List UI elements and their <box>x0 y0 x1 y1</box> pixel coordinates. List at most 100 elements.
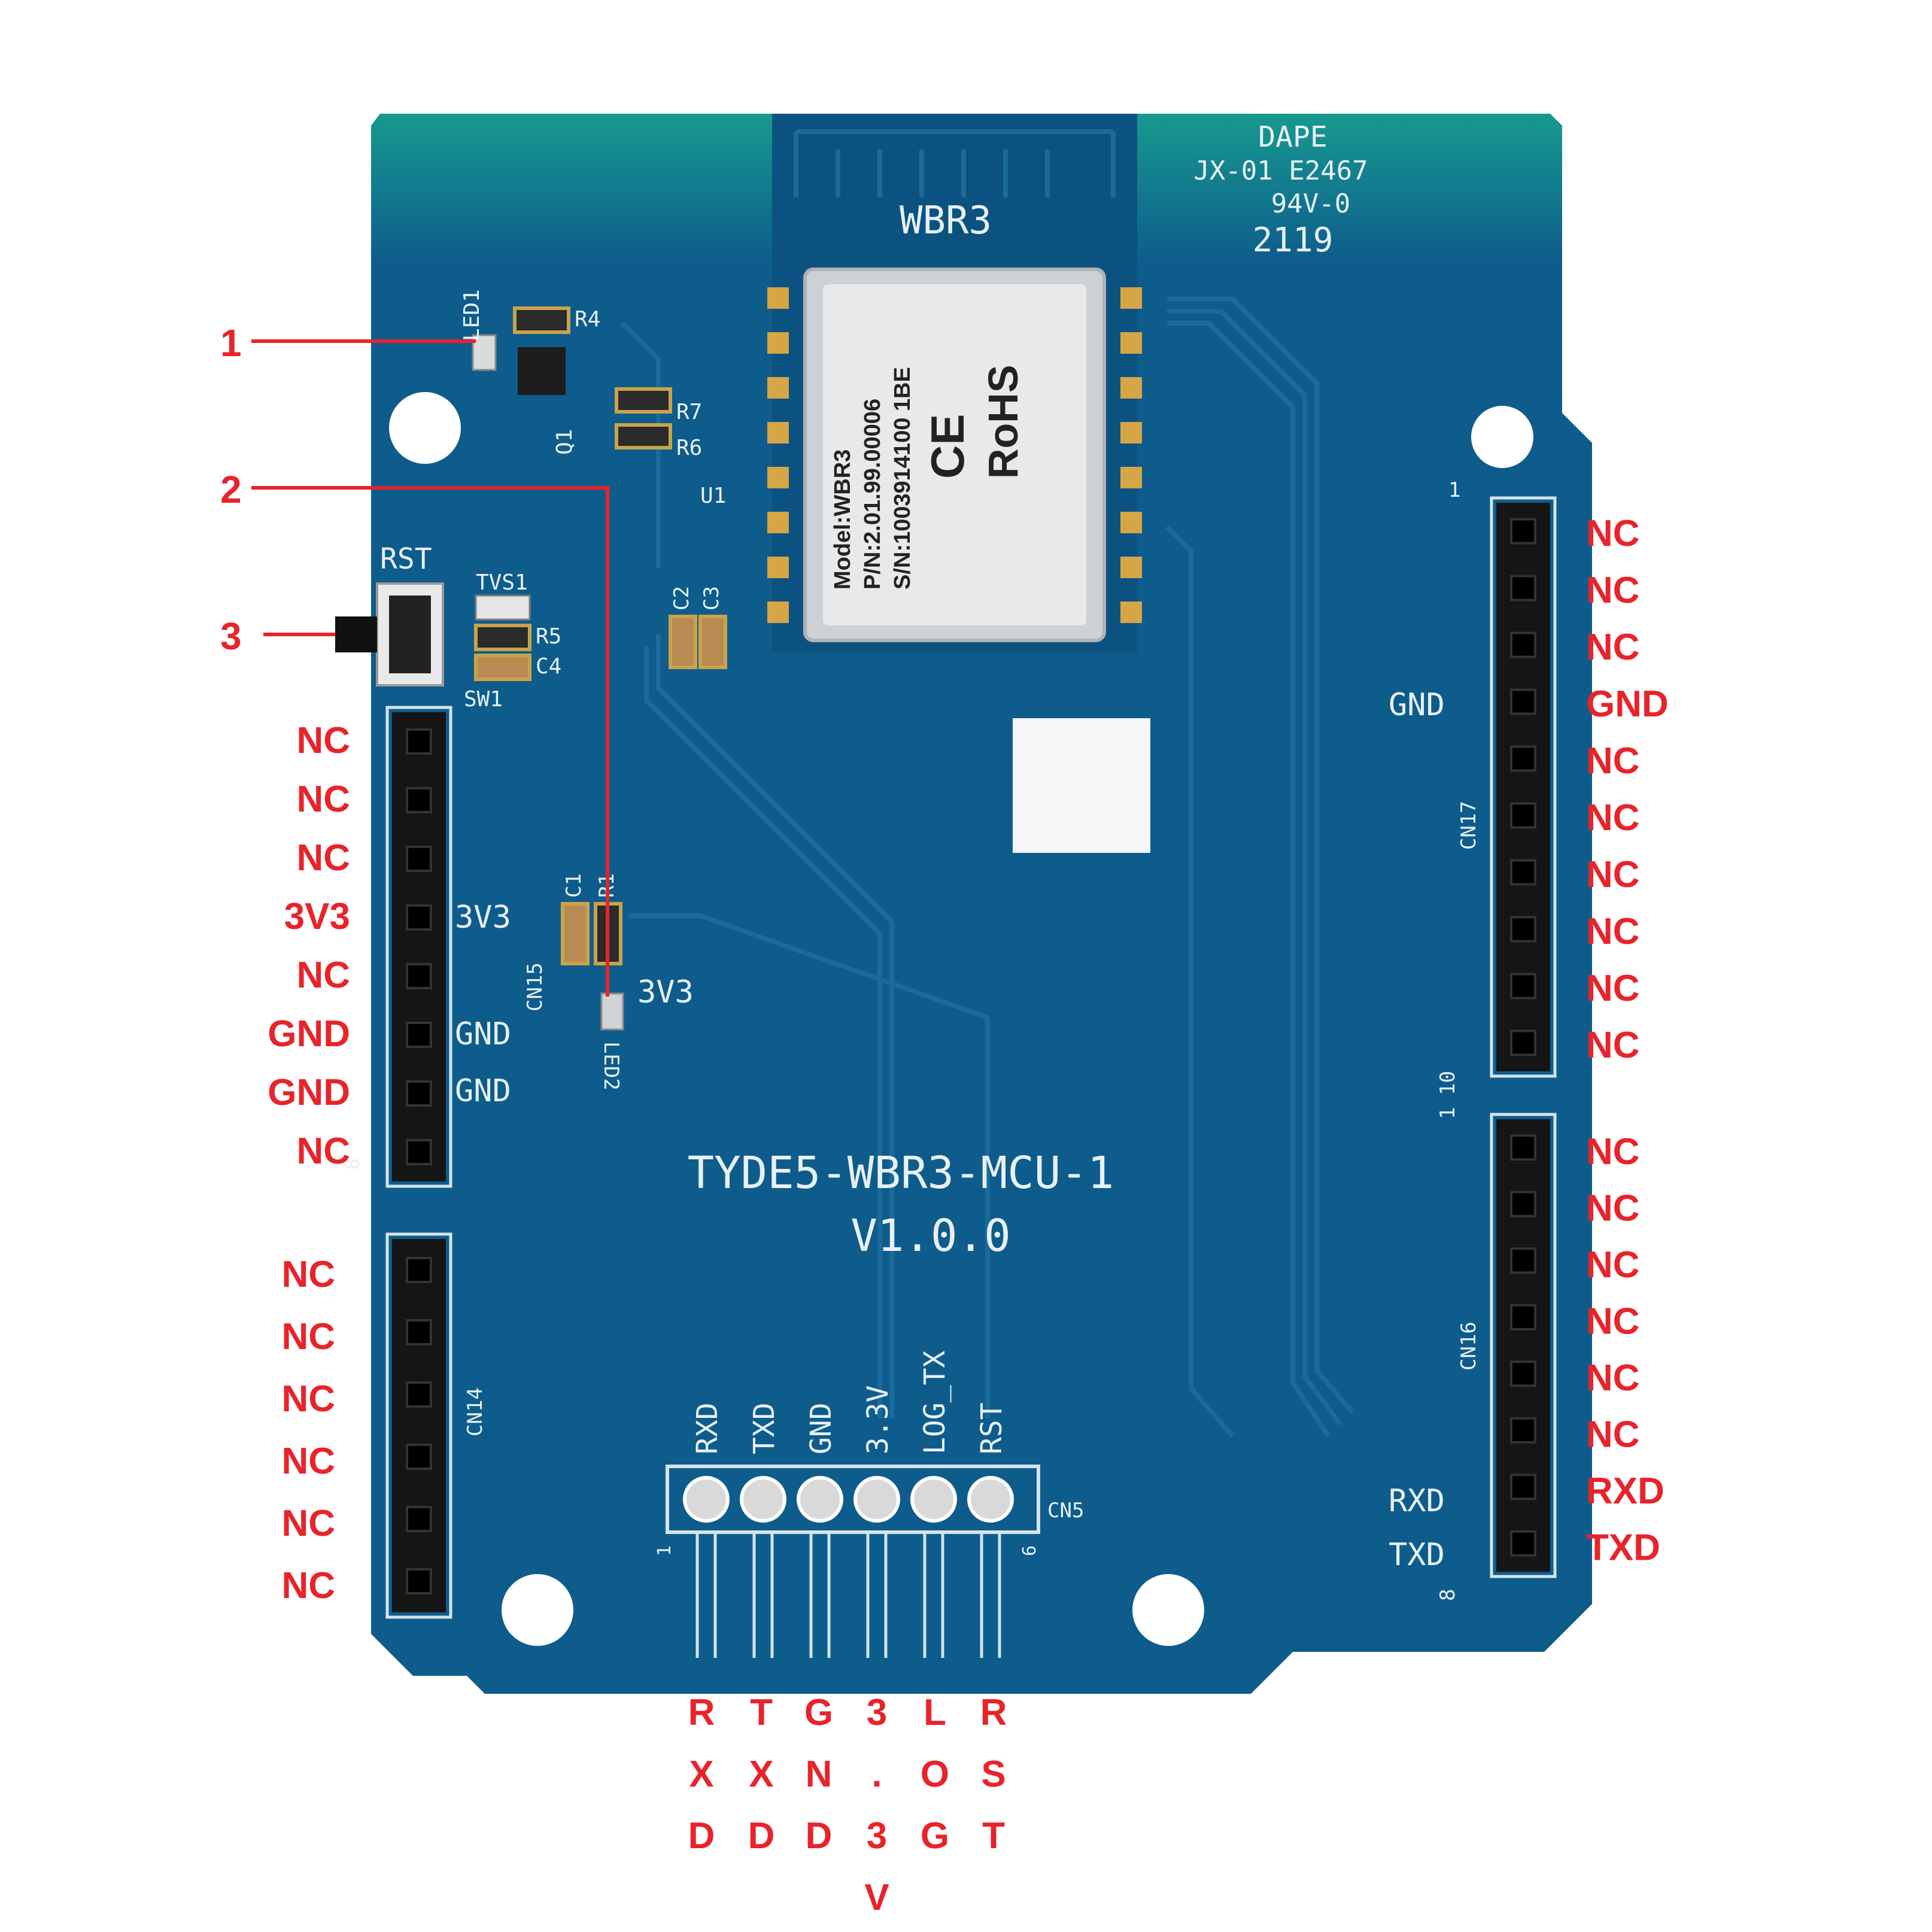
header-socket <box>406 1568 432 1594</box>
header-cn16 <box>1490 1113 1557 1578</box>
callout-3: 3 <box>220 615 242 658</box>
pin-label: NC <box>281 1378 335 1420</box>
silk-pin1-b: 1 <box>1436 1107 1460 1119</box>
header-socket <box>406 1139 432 1165</box>
pin-label: NC <box>281 1565 335 1606</box>
bottom-label-char: N <box>806 1754 833 1795</box>
header-socket <box>1510 973 1536 1000</box>
silk-cn14: CN14 <box>463 1387 487 1436</box>
header-cn14 <box>385 1232 452 1619</box>
board-title: TYDE5-WBR3-MCU-1 <box>688 1147 1114 1199</box>
bottom-label-char: V <box>864 1877 889 1918</box>
header-socket <box>1510 1247 1536 1274</box>
wbr3-module: WBR3 Model:WBR3 P/N:2.01.99.00006 <box>767 114 1142 652</box>
cn5-pin-label: GND <box>804 1402 838 1454</box>
pin-label: NC <box>1586 1357 1640 1399</box>
silk-c2: C2 <box>670 586 694 610</box>
bottom-label-char: X <box>689 1754 713 1795</box>
r5-resistor <box>474 624 531 651</box>
header-socket <box>406 1381 432 1408</box>
module-sn: S/N:1003914100 1BE <box>890 367 915 590</box>
silk-r7: R7 <box>676 400 702 424</box>
pin-label: NC <box>1586 1414 1640 1456</box>
silk-right-txd: TXD <box>1389 1537 1445 1573</box>
bottom-label-char: S <box>981 1754 1006 1795</box>
header-socket <box>406 1257 432 1283</box>
module-pads-left <box>767 287 789 623</box>
pin-label: NC <box>1586 740 1640 782</box>
c4-capacitor <box>474 654 531 681</box>
cn5-pin <box>967 1476 1014 1523</box>
cn5-pin <box>853 1476 900 1523</box>
header-cn15 <box>385 706 452 1188</box>
pcb-board <box>371 114 1592 1694</box>
rohs-mark: RoHS <box>980 364 1026 479</box>
pin-label: NC <box>1586 1131 1640 1172</box>
cn5-pin <box>740 1476 786 1523</box>
pin-label: NC <box>1586 854 1640 895</box>
pin-label: NC <box>1586 513 1640 554</box>
header-socket <box>1510 1417 1536 1444</box>
header-socket <box>1510 916 1536 943</box>
header-socket <box>1510 745 1536 772</box>
pin-label: GND <box>268 1013 350 1055</box>
c3-capacitor <box>698 615 727 669</box>
rst-switch-actuator <box>335 616 377 652</box>
pin-label: NC <box>281 1254 335 1295</box>
pin-label: NC <box>1586 1244 1640 1286</box>
bottom-label-char: G <box>804 1692 833 1733</box>
pin-label: NC <box>296 1131 350 1172</box>
silk-rst: RST <box>380 542 432 576</box>
silk-c3: C3 <box>700 586 724 610</box>
bottom-label-char: T <box>982 1815 1005 1857</box>
bottom-label-char: R <box>980 1692 1007 1733</box>
module-model: Model:WBR3 <box>830 449 855 590</box>
pin-label: NC <box>281 1503 335 1544</box>
pin-label: NC <box>1586 797 1640 839</box>
header-socket <box>1510 688 1536 715</box>
header-socket <box>406 1319 432 1345</box>
pin-label: 3V3 <box>284 896 350 937</box>
silk-pin10: 10 <box>1436 1071 1460 1095</box>
bottom-label-char: 3 <box>867 1815 887 1857</box>
silk-u1: U1 <box>700 484 726 508</box>
pin-label: RXD <box>1586 1471 1664 1512</box>
pin-label: NC <box>296 837 350 879</box>
bottom-label-char: X <box>749 1754 773 1795</box>
r6-resistor <box>615 423 672 449</box>
c1-capacitor <box>561 902 590 965</box>
silk-cn5: CN5 <box>1047 1499 1084 1523</box>
led2-component <box>600 992 624 1031</box>
header-socket <box>1510 518 1536 545</box>
pin-label: NC <box>1586 627 1640 668</box>
silk-cn5-pin1: 1 <box>654 1545 675 1556</box>
silk-cn16: CN16 <box>1457 1322 1481 1371</box>
silk-labels: LED1 R4 R7 R6 Q1 U1 RST TVS1 R5 C4 SW1 C… <box>341 289 1481 1601</box>
pin-label: NC <box>296 955 350 996</box>
callout-numbers: 1 2 3 <box>220 321 242 658</box>
bottom-label-char: . <box>871 1754 882 1795</box>
pin-label: NC <box>281 1316 335 1357</box>
bottom-label-char: 3 <box>867 1692 887 1733</box>
pin-label: NC <box>281 1441 335 1482</box>
label-square <box>1013 718 1150 853</box>
module-name: WBR3 <box>900 199 992 243</box>
silk-cn17: CN17 <box>1457 801 1481 850</box>
silk-r5: R5 <box>536 624 561 649</box>
pin-label: GND <box>268 1072 350 1113</box>
cn5-pin-label: LOG_TX <box>918 1351 952 1454</box>
header-socket <box>1510 859 1536 886</box>
header-socket <box>406 728 432 755</box>
bottom-label-char: O <box>921 1754 949 1795</box>
silk-led2: LED2 <box>599 1041 623 1090</box>
silk-right-gnd: GND <box>1389 687 1445 723</box>
marking-jx: JX-01 E2467 <box>1193 156 1368 186</box>
header-socket <box>406 963 432 989</box>
tvs1-component <box>475 594 531 621</box>
cn5-pin <box>683 1476 730 1523</box>
header-socket <box>1510 1134 1536 1161</box>
silk-led1: LED1 <box>460 289 484 341</box>
callouts <box>251 339 609 997</box>
